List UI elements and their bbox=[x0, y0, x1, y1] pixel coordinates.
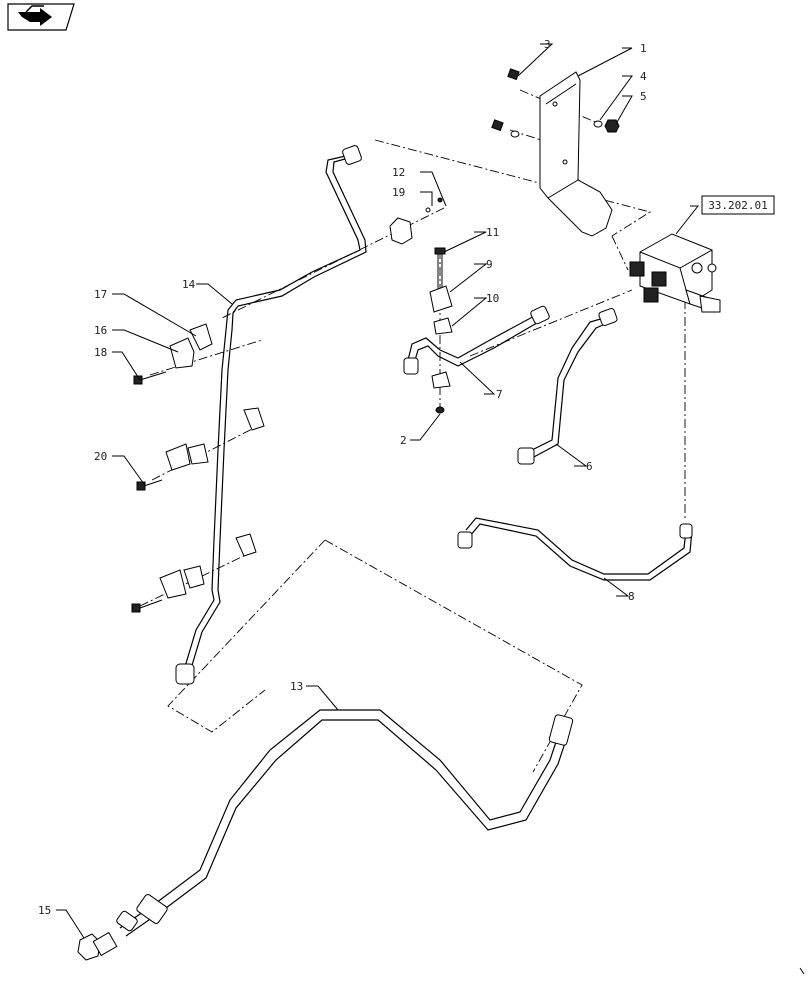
callout-labels: 1 2 3 4 5 6 7 8 9 10 11 12 13 14 15 16 1… bbox=[38, 38, 647, 917]
pipe-7 bbox=[403, 305, 550, 375]
callout-16[interactable]: 16 bbox=[94, 324, 107, 337]
callout-2[interactable]: 2 bbox=[400, 434, 407, 447]
back-arrow-icon[interactable] bbox=[7, 3, 75, 31]
callout-4[interactable]: 4 bbox=[640, 70, 647, 83]
callout-1[interactable]: 1 bbox=[640, 42, 647, 55]
callout-6[interactable]: 6 bbox=[586, 460, 593, 473]
callout-10[interactable]: 10 bbox=[486, 292, 499, 305]
callout-12[interactable]: 12 bbox=[392, 166, 405, 179]
callout-15[interactable]: 15 bbox=[38, 904, 51, 917]
reference-label: 33.202.01 bbox=[708, 199, 768, 212]
corner-mark bbox=[799, 967, 805, 975]
valve-block bbox=[629, 233, 721, 313]
pipe-clamps bbox=[159, 217, 413, 599]
callout-8[interactable]: 8 bbox=[628, 590, 635, 603]
leader-lines bbox=[56, 43, 700, 939]
callout-3[interactable]: 3 bbox=[544, 38, 551, 51]
callout-18[interactable]: 18 bbox=[94, 346, 107, 359]
callout-14[interactable]: 14 bbox=[182, 278, 196, 291]
callout-13[interactable]: 13 bbox=[290, 680, 303, 693]
bolts-left bbox=[131, 371, 167, 613]
callout-20[interactable]: 20 bbox=[94, 450, 107, 463]
fitting-15 bbox=[77, 931, 118, 961]
reference-box[interactable]: 33.202.01 bbox=[701, 195, 775, 215]
callout-7[interactable]: 7 bbox=[496, 388, 503, 401]
callout-19[interactable]: 19 bbox=[392, 186, 405, 199]
bracket-fasteners bbox=[491, 68, 620, 138]
callout-11[interactable]: 11 bbox=[486, 226, 499, 239]
assembly-centerlines bbox=[139, 89, 686, 773]
clamp-assembly-center bbox=[425, 197, 453, 414]
callout-9[interactable]: 9 bbox=[486, 258, 493, 271]
pipe-6 bbox=[517, 308, 618, 465]
hose-13 bbox=[116, 709, 574, 937]
pipe-8 bbox=[457, 517, 693, 581]
pipe-14 bbox=[175, 145, 367, 685]
callout-17[interactable]: 17 bbox=[94, 288, 107, 301]
mounting-bracket bbox=[539, 71, 613, 237]
callout-5[interactable]: 5 bbox=[640, 90, 647, 103]
